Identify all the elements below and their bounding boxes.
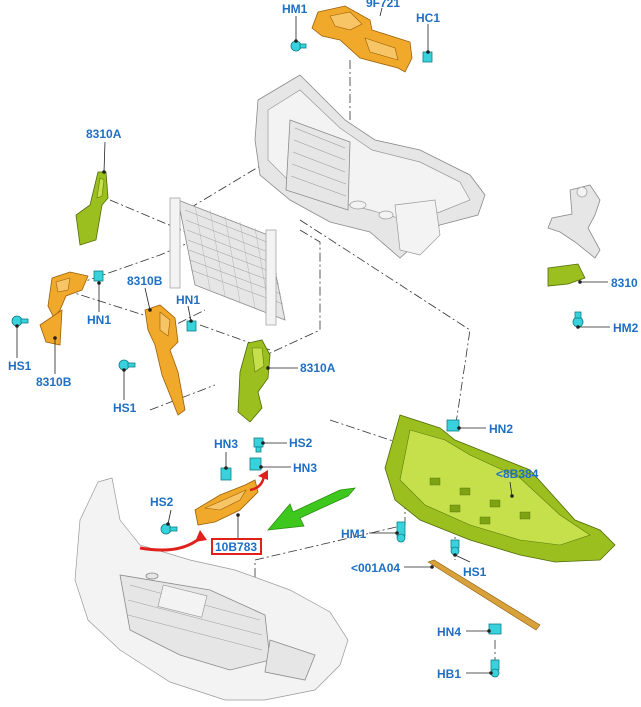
label-10b783[interactable]: 10B783	[215, 540, 257, 554]
red-swoosh-arrow-right	[249, 470, 268, 492]
label-hs2-right[interactable]: HS2	[289, 436, 313, 450]
label-001a04[interactable]: <001A04	[351, 561, 400, 575]
fastener-hm1-top-icon	[290, 40, 307, 52]
label-hs2-left[interactable]: HS2	[150, 495, 174, 509]
label-hm2[interactable]: HM2	[613, 321, 639, 335]
label-hn4[interactable]: HN4	[437, 625, 461, 639]
label-hn2[interactable]: HN2	[489, 422, 513, 436]
label-hn3-right[interactable]: HN3	[293, 461, 317, 475]
fastener-hn3-right-icon	[249, 457, 262, 471]
fasteners	[11, 40, 584, 678]
part-8310b-mid-bracket	[144, 304, 186, 416]
green-pointer-arrow	[267, 487, 357, 531]
label-hm1-top[interactable]: HM1	[282, 2, 308, 16]
fastener-hs1-mid-icon	[118, 359, 136, 371]
label-8310a-left[interactable]: 8310A	[86, 127, 122, 141]
part-8b384-underbody-shield	[384, 414, 616, 563]
front-bumper-cover	[74, 477, 349, 701]
right-bracket-arm	[547, 184, 601, 259]
label-8b384[interactable]: <8B384	[496, 467, 539, 481]
highlight-box-10b783	[211, 538, 262, 555]
label-hc1[interactable]: HC1	[416, 11, 440, 25]
callout-labels: HM1 9F721 HC1 8310A HN1 HS1 8310B 8310B …	[8, 0, 639, 681]
fastener-hs2-right-icon	[253, 437, 264, 453]
label-hn3-top[interactable]: HN3	[214, 437, 238, 451]
label-hs1-mid[interactable]: HS1	[113, 401, 137, 415]
part-8310a-left-deflector	[75, 171, 109, 246]
label-hm1-bottom[interactable]: HM1	[341, 527, 367, 541]
fastener-hs1-bottom-icon	[450, 539, 460, 556]
label-hn1-left[interactable]: HN1	[87, 313, 111, 327]
fastener-hs2-left-icon	[160, 523, 178, 535]
part-8310-right-deflector	[547, 263, 586, 287]
label-hn1-mid[interactable]: HN1	[176, 293, 200, 307]
label-hb1[interactable]: HB1	[437, 667, 461, 681]
label-hs1-left[interactable]: HS1	[8, 359, 32, 373]
radiator-support-frame	[254, 74, 486, 259]
part-8310b-left-bracket	[39, 271, 89, 346]
label-9f721[interactable]: 9F721	[366, 0, 400, 10]
fastener-hb1-icon	[490, 659, 500, 678]
fastener-hm1-bottom-icon	[396, 521, 406, 543]
radiator-core	[169, 197, 286, 326]
fastener-hs1-left-icon	[11, 315, 29, 327]
fastener-hn2-icon	[446, 419, 460, 432]
leader-dots	[15, 39, 582, 675]
leader-lines	[16, 7, 610, 674]
part-9f721-bracket	[311, 5, 413, 73]
fastener-hn4-icon	[488, 623, 502, 635]
label-8310-right[interactable]: 8310	[611, 276, 638, 290]
label-8310b-left[interactable]: 8310B	[36, 375, 72, 389]
part-001a04-trim-strip	[427, 559, 541, 631]
part-10b783-absorber	[194, 479, 259, 526]
fastener-hm2-icon	[572, 311, 584, 328]
label-8310a-mid[interactable]: 8310A	[300, 361, 336, 375]
fastener-hn1-left-icon	[93, 270, 104, 282]
label-hs1-bottom[interactable]: HS1	[463, 565, 487, 579]
part-8310a-mid-deflector	[237, 339, 271, 423]
label-8310b-mid[interactable]: 8310B	[127, 274, 163, 288]
red-swoosh-arrow-left	[139, 530, 207, 552]
